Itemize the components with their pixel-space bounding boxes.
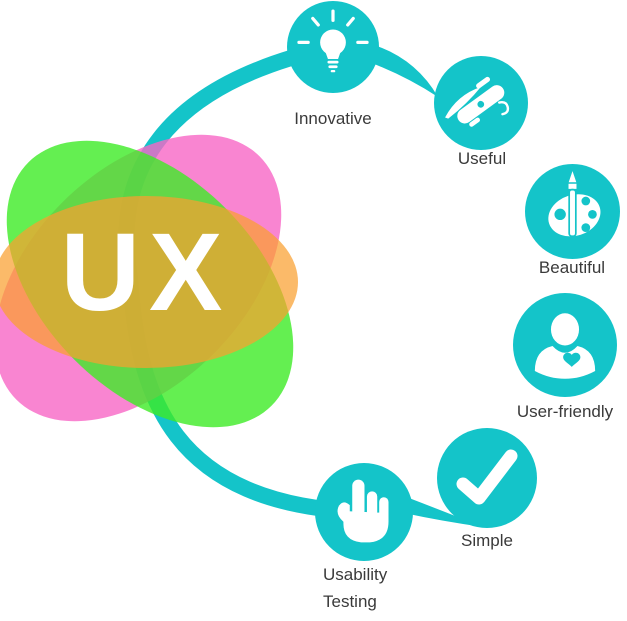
node-usability-testing-label: Usability Testing bbox=[323, 565, 388, 611]
logo-orange-ellipse bbox=[0, 196, 298, 368]
swoosh-innovative-useful bbox=[369, 45, 438, 97]
pointing-hand-icon bbox=[337, 479, 389, 543]
lightbulb-icon bbox=[297, 9, 369, 73]
checkmark-icon bbox=[456, 449, 518, 505]
node-beautiful-label: Beautiful bbox=[538, 258, 606, 277]
node-innovative-circle bbox=[287, 1, 379, 93]
node-useful-circle bbox=[434, 56, 528, 150]
node-user-friendly-label: User-friendly bbox=[516, 402, 614, 421]
node-user-friendly-circle bbox=[513, 293, 617, 397]
node-innovative-label: Innovative bbox=[294, 109, 372, 128]
person-heart-icon bbox=[534, 313, 596, 379]
ux-logo-text: UX bbox=[60, 211, 232, 334]
node-simple-circle bbox=[437, 428, 537, 528]
swiss-army-knife-icon bbox=[445, 76, 510, 127]
node-beautiful-circle bbox=[525, 164, 620, 259]
node-simple-label: Simple bbox=[461, 531, 513, 550]
paint-palette-icon bbox=[548, 166, 601, 238]
node-usability-testing-circle bbox=[315, 463, 413, 561]
node-useful-label: Useful bbox=[457, 149, 507, 168]
